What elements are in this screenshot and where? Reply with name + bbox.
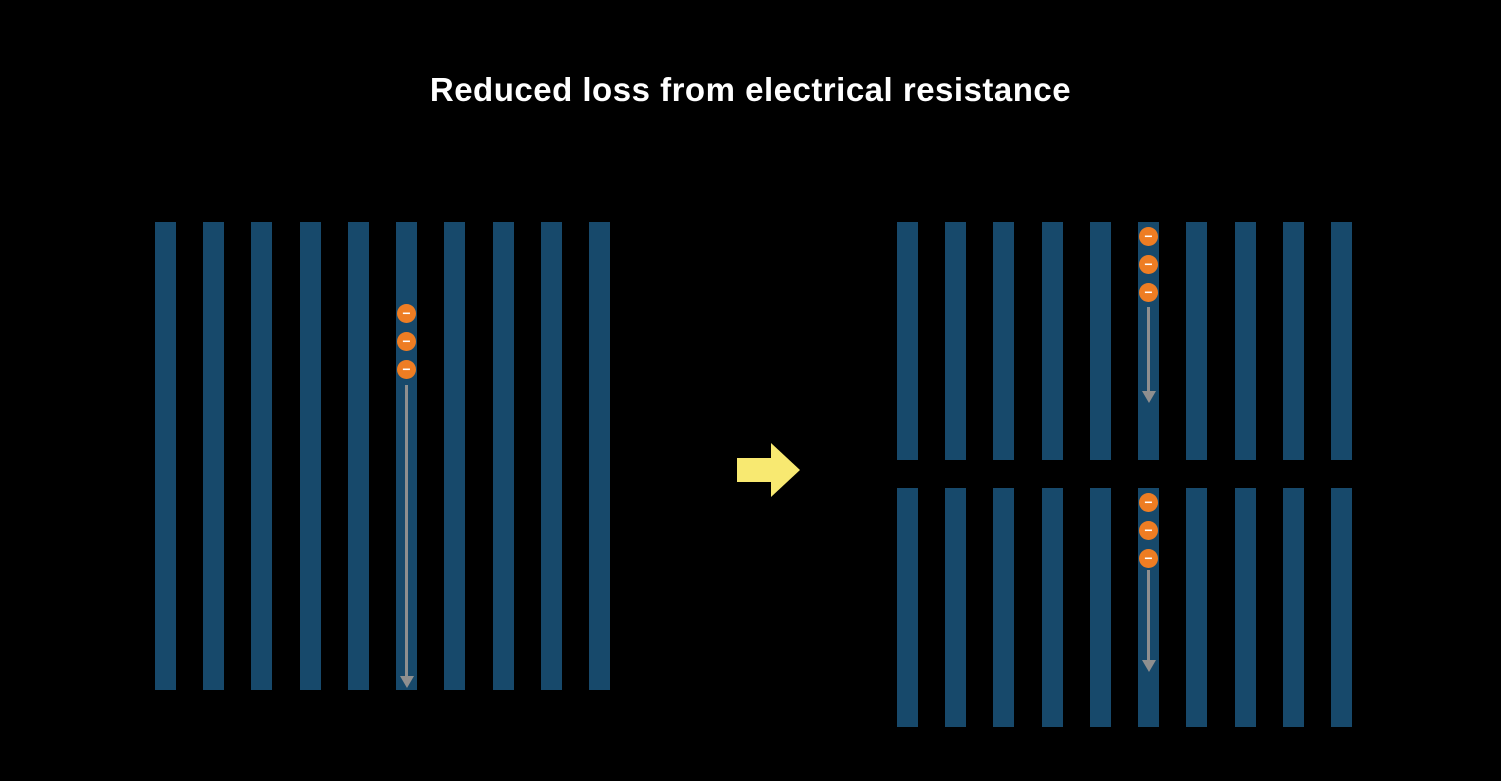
busbar bbox=[155, 222, 176, 690]
current-flow-line bbox=[1147, 307, 1150, 392]
electron-icon: − bbox=[1139, 227, 1158, 246]
electron-icon: − bbox=[397, 332, 416, 351]
busbar bbox=[347, 222, 369, 690]
current-flow-line bbox=[405, 385, 408, 677]
busbar bbox=[492, 222, 514, 690]
arrow-down-icon bbox=[1141, 391, 1156, 403]
busbar-group bbox=[897, 222, 1352, 460]
busbar bbox=[993, 488, 1015, 727]
busbar bbox=[1330, 488, 1352, 727]
electron-stack: − − − bbox=[1139, 227, 1158, 302]
minus-icon: − bbox=[1144, 256, 1153, 272]
arrow-down-icon bbox=[399, 676, 414, 688]
busbar bbox=[1282, 222, 1304, 460]
busbar bbox=[1041, 222, 1063, 460]
busbar bbox=[945, 222, 967, 460]
busbar bbox=[1330, 222, 1352, 460]
busbar bbox=[251, 222, 273, 690]
busbar bbox=[1089, 488, 1111, 727]
full-cell-panel: − − − bbox=[155, 222, 610, 690]
busbar bbox=[1282, 488, 1304, 727]
current-flow-arrow bbox=[1141, 570, 1156, 672]
busbar bbox=[540, 222, 562, 690]
busbar bbox=[1186, 222, 1208, 460]
busbar bbox=[299, 222, 321, 690]
transition-arrow-body bbox=[737, 458, 772, 482]
minus-icon: − bbox=[1144, 228, 1153, 244]
minus-icon: − bbox=[402, 361, 411, 377]
busbar bbox=[1089, 222, 1111, 460]
electron-icon: − bbox=[1139, 549, 1158, 568]
arrow-right-icon bbox=[771, 443, 800, 497]
current-flow-line bbox=[1147, 570, 1150, 661]
busbar bbox=[897, 222, 918, 460]
busbar bbox=[1234, 222, 1256, 460]
electron-icon: − bbox=[1139, 493, 1158, 512]
minus-icon: − bbox=[402, 305, 411, 321]
busbar bbox=[588, 222, 610, 690]
current-flow-arrow bbox=[399, 385, 414, 688]
minus-icon: − bbox=[1144, 284, 1153, 300]
electron-icon: − bbox=[1139, 521, 1158, 540]
electron-icon: − bbox=[1139, 255, 1158, 274]
half-cell-bottom-panel: − − − bbox=[897, 488, 1352, 727]
diagram-title: Reduced loss from electrical resistance bbox=[429, 71, 1072, 108]
electron-stack: − − − bbox=[397, 304, 416, 379]
busbar-group bbox=[897, 488, 1352, 727]
busbar bbox=[1186, 488, 1208, 727]
busbar bbox=[203, 222, 225, 690]
electron-icon: − bbox=[397, 360, 416, 379]
electron-icon: − bbox=[1139, 283, 1158, 302]
minus-icon: − bbox=[1144, 494, 1153, 510]
minus-icon: − bbox=[1144, 550, 1153, 566]
busbar bbox=[1041, 488, 1063, 727]
busbar bbox=[993, 222, 1015, 460]
transition-arrow-icon bbox=[737, 443, 800, 497]
electron-stack: − − − bbox=[1139, 493, 1158, 568]
busbar bbox=[444, 222, 466, 690]
busbar-group bbox=[155, 222, 610, 690]
half-cell-top-panel: − − − bbox=[897, 222, 1352, 460]
busbar bbox=[945, 488, 967, 727]
electron-icon: − bbox=[397, 304, 416, 323]
minus-icon: − bbox=[402, 333, 411, 349]
busbar bbox=[897, 488, 918, 727]
busbar bbox=[1234, 488, 1256, 727]
minus-icon: − bbox=[1144, 522, 1153, 538]
arrow-down-icon bbox=[1141, 660, 1156, 672]
current-flow-arrow bbox=[1141, 307, 1156, 403]
